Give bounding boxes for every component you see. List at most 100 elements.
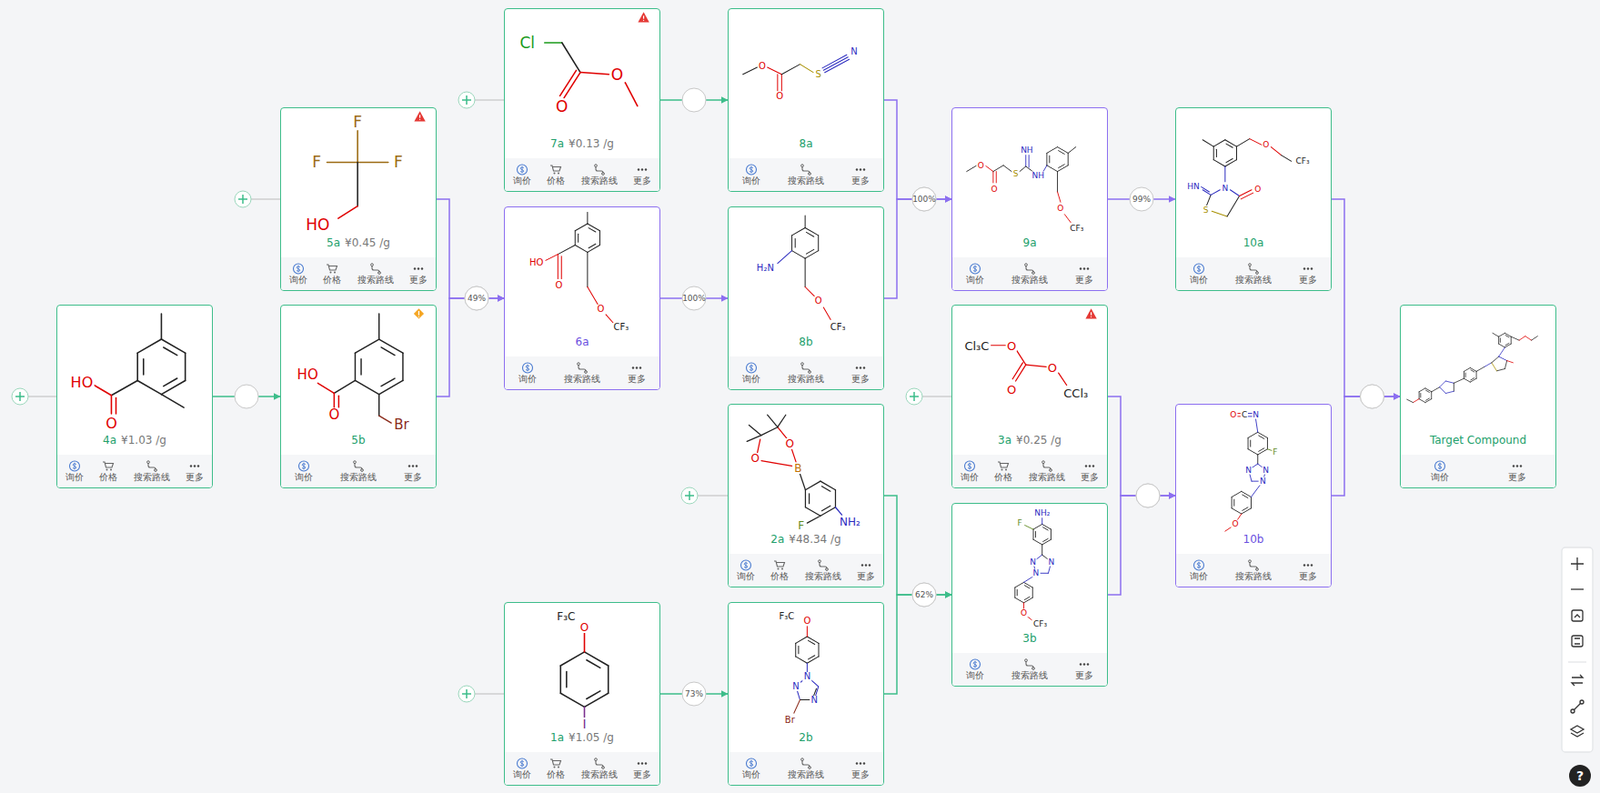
action-button: 询价 bbox=[289, 262, 308, 286]
quote-icon bbox=[296, 264, 301, 272]
action-button: 价格 bbox=[322, 262, 342, 286]
warning-mark bbox=[1090, 316, 1092, 318]
route-icon bbox=[578, 364, 586, 373]
bond-line bbox=[1484, 362, 1492, 367]
compound-id: 1a bbox=[550, 731, 564, 745]
bond-line bbox=[1213, 160, 1226, 167]
bond-line bbox=[1445, 391, 1454, 393]
add-link bbox=[474, 100, 504, 101]
quote-icon bbox=[967, 462, 972, 469]
bond-line bbox=[1019, 166, 1027, 172]
bond-line bbox=[163, 378, 178, 387]
action-button: 更多 bbox=[851, 757, 870, 781]
atom-label: O bbox=[554, 98, 569, 114]
bond-line bbox=[1025, 525, 1034, 530]
bond-line bbox=[574, 223, 588, 232]
bond-line bbox=[137, 380, 162, 394]
bond-line bbox=[1499, 332, 1506, 337]
action-icon bbox=[515, 163, 529, 176]
bond-line bbox=[379, 415, 392, 423]
price-tag: ¥1.05 /g bbox=[568, 731, 614, 745]
action-text: 询价 bbox=[294, 472, 313, 484]
more-icon bbox=[859, 762, 862, 765]
action-icon bbox=[575, 362, 589, 374]
action-text: 更多 bbox=[851, 373, 870, 385]
action-icon bbox=[739, 559, 753, 572]
action-icon bbox=[1192, 559, 1206, 572]
bond-line bbox=[1233, 499, 1235, 506]
route-icon bbox=[1032, 666, 1036, 670]
action-icon bbox=[635, 757, 649, 770]
compound-name: 6a bbox=[504, 334, 660, 350]
compound-card: HOOOCF₃6a询价搜索路线更多 bbox=[503, 206, 661, 391]
action-text: 价格 bbox=[546, 769, 565, 781]
atom-label: O bbox=[1228, 411, 1238, 420]
action-icon bbox=[799, 163, 813, 176]
bond-line bbox=[1419, 392, 1421, 397]
bond-line bbox=[1499, 356, 1508, 361]
route-icon bbox=[377, 271, 381, 274]
bond-line bbox=[1229, 190, 1239, 197]
bond-line bbox=[1024, 597, 1034, 604]
more-icon bbox=[632, 366, 634, 369]
compound-card: OOSN8a询价搜索路线更多 bbox=[727, 8, 885, 192]
bond-line bbox=[805, 251, 819, 259]
bond-line bbox=[817, 235, 819, 252]
quote-icon bbox=[1197, 264, 1201, 272]
atom-label: C bbox=[1240, 411, 1248, 420]
bond-line bbox=[110, 380, 138, 395]
cart-icon bbox=[330, 271, 333, 273]
action-text: 搜索路线 bbox=[581, 769, 618, 781]
bond-line bbox=[1463, 367, 1470, 372]
route-icon bbox=[1248, 559, 1252, 563]
atom-label: HO bbox=[528, 258, 544, 268]
bond-line bbox=[110, 395, 113, 414]
atom-label: CF₃ bbox=[613, 322, 631, 333]
bond-line bbox=[805, 227, 819, 235]
cart-icon bbox=[550, 759, 562, 765]
add-circle bbox=[458, 91, 475, 109]
action-icon bbox=[744, 163, 758, 176]
bond-line bbox=[1257, 432, 1268, 438]
bond-line bbox=[588, 243, 596, 248]
bond-line bbox=[586, 212, 588, 224]
bond-line bbox=[777, 414, 786, 427]
bond-line bbox=[1014, 587, 1016, 598]
more-icon bbox=[1079, 267, 1082, 270]
action-icon bbox=[145, 460, 159, 473]
yield-badge bbox=[912, 187, 936, 212]
action-icon bbox=[744, 362, 758, 374]
action-text: 更多 bbox=[409, 274, 428, 286]
bond-line bbox=[378, 394, 380, 417]
compound-name: 2a¥48.34 /g bbox=[728, 532, 884, 547]
route-icon bbox=[801, 362, 805, 365]
bond-line bbox=[985, 165, 994, 172]
action-text: 更多 bbox=[851, 175, 870, 187]
compound-name: 5b bbox=[281, 432, 436, 448]
action-button: 搜索路线 bbox=[787, 362, 825, 385]
bond-line bbox=[1499, 347, 1506, 357]
action-icon bbox=[1301, 262, 1315, 275]
connector bbox=[436, 199, 504, 299]
cart-icon bbox=[557, 171, 560, 174]
bond-line bbox=[1247, 449, 1258, 455]
action-icon bbox=[291, 262, 305, 275]
bond-line bbox=[1224, 166, 1226, 182]
bond-line bbox=[1231, 497, 1233, 509]
action-icon bbox=[1247, 262, 1260, 275]
structure-drawing bbox=[1400, 305, 1549, 443]
action-button: 价格 bbox=[546, 757, 565, 781]
price-tag: ¥0.13 /g bbox=[568, 137, 614, 151]
bond-line bbox=[743, 67, 758, 75]
action-icon bbox=[188, 460, 202, 473]
bond-line bbox=[821, 486, 830, 492]
add-circle bbox=[11, 388, 29, 405]
action-icon bbox=[744, 757, 758, 770]
bond-line bbox=[794, 238, 796, 248]
yield-badge bbox=[464, 286, 489, 311]
compound-id: 10b bbox=[1243, 533, 1265, 546]
more-icon bbox=[412, 464, 414, 467]
route-icon bbox=[146, 460, 150, 463]
action-icon bbox=[854, 757, 867, 770]
bond-line bbox=[1237, 513, 1241, 521]
